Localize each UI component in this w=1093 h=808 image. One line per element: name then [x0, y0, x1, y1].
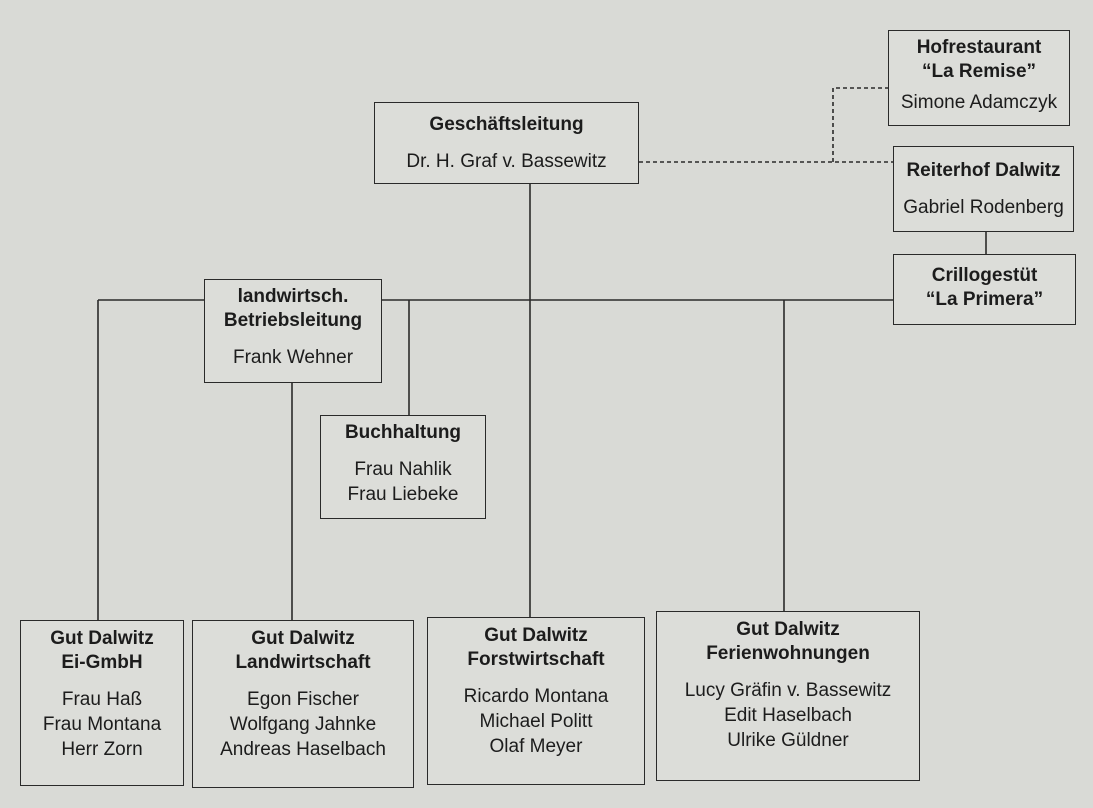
box-forstwirtschaft: Gut Dalwitz Forstwirtschaft Ricardo Mont…: [427, 617, 645, 785]
box-title: Gut Dalwitz: [251, 628, 355, 649]
person: Simone Adamczyk: [900, 92, 1058, 113]
box-title: Geschäftsleitung: [429, 114, 584, 135]
person: Ulrike Güldner: [727, 730, 849, 751]
person: Frau Montana: [42, 714, 162, 735]
box-title: “La Primera”: [925, 289, 1044, 310]
box-title: Ei-GmbH: [61, 652, 143, 673]
box-title: landwirtsch.: [237, 286, 349, 307]
box-title: Gut Dalwitz: [484, 625, 588, 646]
person: Andreas Haselbach: [220, 739, 386, 760]
box-buchhaltung: Buchhaltung Frau Nahlik Frau Liebeke: [320, 415, 486, 519]
box-title: Gut Dalwitz: [736, 619, 840, 640]
box-title: Betriebsleitung: [223, 310, 363, 331]
box-hofrestaurant: Hofrestaurant “La Remise” Simone Adamczy…: [888, 30, 1070, 126]
person: Frau Liebeke: [347, 484, 459, 505]
box-title: “La Remise”: [921, 61, 1037, 82]
box-title: Forstwirtschaft: [467, 649, 605, 670]
box-title: Hofrestaurant: [916, 37, 1042, 58]
box-crillogestuet: Crillogestüt “La Primera”: [893, 254, 1076, 325]
person: Dr. H. Graf v. Bassewitz: [406, 151, 607, 172]
person: Frank Wehner: [232, 347, 354, 368]
line-hof-dashed: [832, 87, 888, 162]
box-reiterhof: Reiterhof Dalwitz Gabriel Rodenberg: [893, 146, 1074, 232]
box-title: Landwirtschaft: [235, 652, 371, 673]
person: Herr Zorn: [61, 739, 143, 760]
box-title: Ferienwohnungen: [706, 643, 870, 664]
person: Wolfgang Jahnke: [229, 714, 377, 735]
person: Lucy Gräfin v. Bassewitz: [684, 680, 892, 701]
box-title: Buchhaltung: [344, 422, 462, 443]
box-geschaeftsleitung: Geschäftsleitung Dr. H. Graf v. Bassewit…: [374, 102, 639, 184]
box-ei-gmbh: Gut Dalwitz Ei-GmbH Frau Haß Frau Montan…: [20, 620, 184, 786]
box-title: Reiterhof Dalwitz: [906, 160, 1061, 181]
person: Gabriel Rodenberg: [903, 197, 1064, 218]
person: Michael Politt: [479, 711, 593, 732]
person: Edit Haselbach: [724, 705, 852, 726]
person: Olaf Meyer: [489, 736, 583, 757]
person: Egon Fischer: [247, 689, 359, 710]
box-landwirtschaft: Gut Dalwitz Landwirtschaft Egon Fischer …: [192, 620, 414, 788]
person: Frau Nahlik: [354, 459, 452, 480]
box-title: Crillogestüt: [931, 265, 1038, 286]
box-betriebsleitung: landwirtsch. Betriebsleitung Frank Wehne…: [204, 279, 382, 383]
person: Ricardo Montana: [463, 686, 609, 707]
person: Frau Haß: [61, 689, 143, 710]
box-ferienwohnungen: Gut Dalwitz Ferienwohnungen Lucy Gräfin …: [656, 611, 920, 781]
box-title: Gut Dalwitz: [50, 628, 154, 649]
